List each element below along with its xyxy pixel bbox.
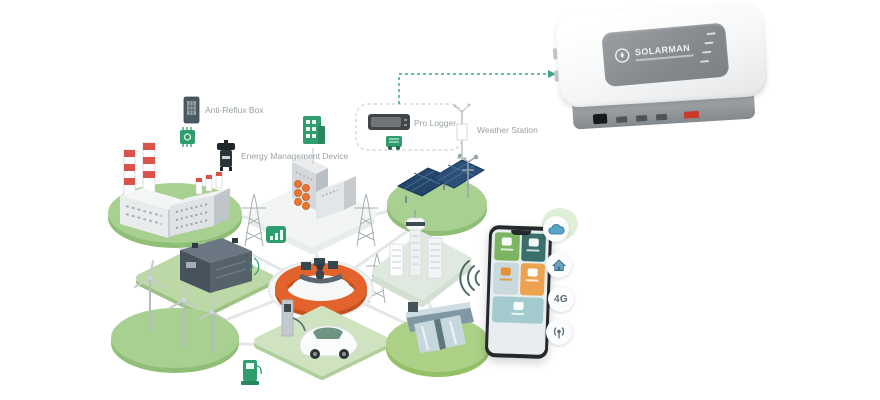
solar-panel <box>396 159 486 203</box>
battery-storage-node <box>136 238 274 318</box>
red-terminal <box>683 110 700 119</box>
anti-reflux-box-label: Anti-Reflux Box <box>205 105 264 115</box>
port-slot <box>635 115 648 122</box>
pro-logger-box: Pro Logger <box>355 103 463 151</box>
network-4g-badge: 4G <box>548 286 574 312</box>
device-top-face: SOLARMAN <box>554 1 769 109</box>
network-4g-label: 4G <box>554 293 568 305</box>
bar-chart-icon <box>266 226 286 243</box>
weather-mast-icon <box>457 153 479 198</box>
led-indicator <box>702 50 712 54</box>
dashed-arrow <box>398 70 556 104</box>
antenna-badge <box>546 319 572 345</box>
solar-farm-node <box>387 153 487 236</box>
led-indicator <box>706 32 716 36</box>
led-indicators <box>698 32 718 63</box>
dashboard-icon <box>512 301 524 311</box>
wind-turbines-node <box>111 260 239 373</box>
energy-management-device-label: Energy Management Device <box>241 151 349 161</box>
pro-logger-device-icon <box>368 114 410 130</box>
antenna-icon <box>553 326 565 339</box>
app-tile-devices <box>520 233 547 262</box>
droplet-logo-icon <box>615 48 630 63</box>
hydro-dam-node <box>386 302 490 377</box>
cloud-badge <box>543 216 569 242</box>
app-tile-overview <box>491 296 544 324</box>
app-tile-alerts <box>519 263 545 296</box>
city-towers-node <box>372 210 472 307</box>
ev-charging-node <box>254 299 390 380</box>
anti-reflux-box-icon <box>183 96 200 124</box>
app-screen <box>487 229 550 355</box>
pro-logger-label: Pro Logger <box>414 118 456 128</box>
port-slot <box>655 113 668 121</box>
device-label-panel: SOLARMAN <box>601 22 730 88</box>
chip-icon <box>180 127 195 147</box>
port-slot <box>616 116 628 123</box>
wifi-waves-icon <box>459 260 480 296</box>
building-icon <box>303 116 325 144</box>
led-indicator <box>699 59 710 63</box>
ethernet-port <box>592 113 608 125</box>
operator-desk <box>298 258 344 284</box>
cloud-icon <box>547 223 565 234</box>
weather-station-label: Weather Station <box>477 125 538 135</box>
folder-icon <box>501 237 513 246</box>
home-icon <box>551 259 567 271</box>
solarman-logger-device: SOLARMAN <box>552 1 772 131</box>
signal-marks-icon <box>249 257 260 276</box>
factory-node <box>108 142 242 248</box>
bell-icon <box>527 268 538 277</box>
led-indicator <box>704 41 714 45</box>
smartphone <box>484 224 553 360</box>
ev-car <box>299 325 358 359</box>
app-tile-plants <box>494 232 520 261</box>
plant-tanks <box>294 180 310 210</box>
phone-notch <box>510 229 531 236</box>
brand-logo: SOLARMAN <box>614 41 694 64</box>
app-tile-reports <box>492 262 519 295</box>
home-badge <box>546 252 572 278</box>
charge-post <box>281 299 306 337</box>
doc-icon <box>500 267 512 276</box>
weather-station-icon <box>453 103 471 159</box>
energy-management-device-icon <box>217 140 235 171</box>
image-icon <box>528 238 539 247</box>
ev-charger-icon <box>241 360 262 385</box>
control-center-node <box>268 258 374 318</box>
factory-buildings <box>120 171 230 238</box>
generator-icon <box>386 136 402 150</box>
factory-chimney <box>123 142 156 199</box>
